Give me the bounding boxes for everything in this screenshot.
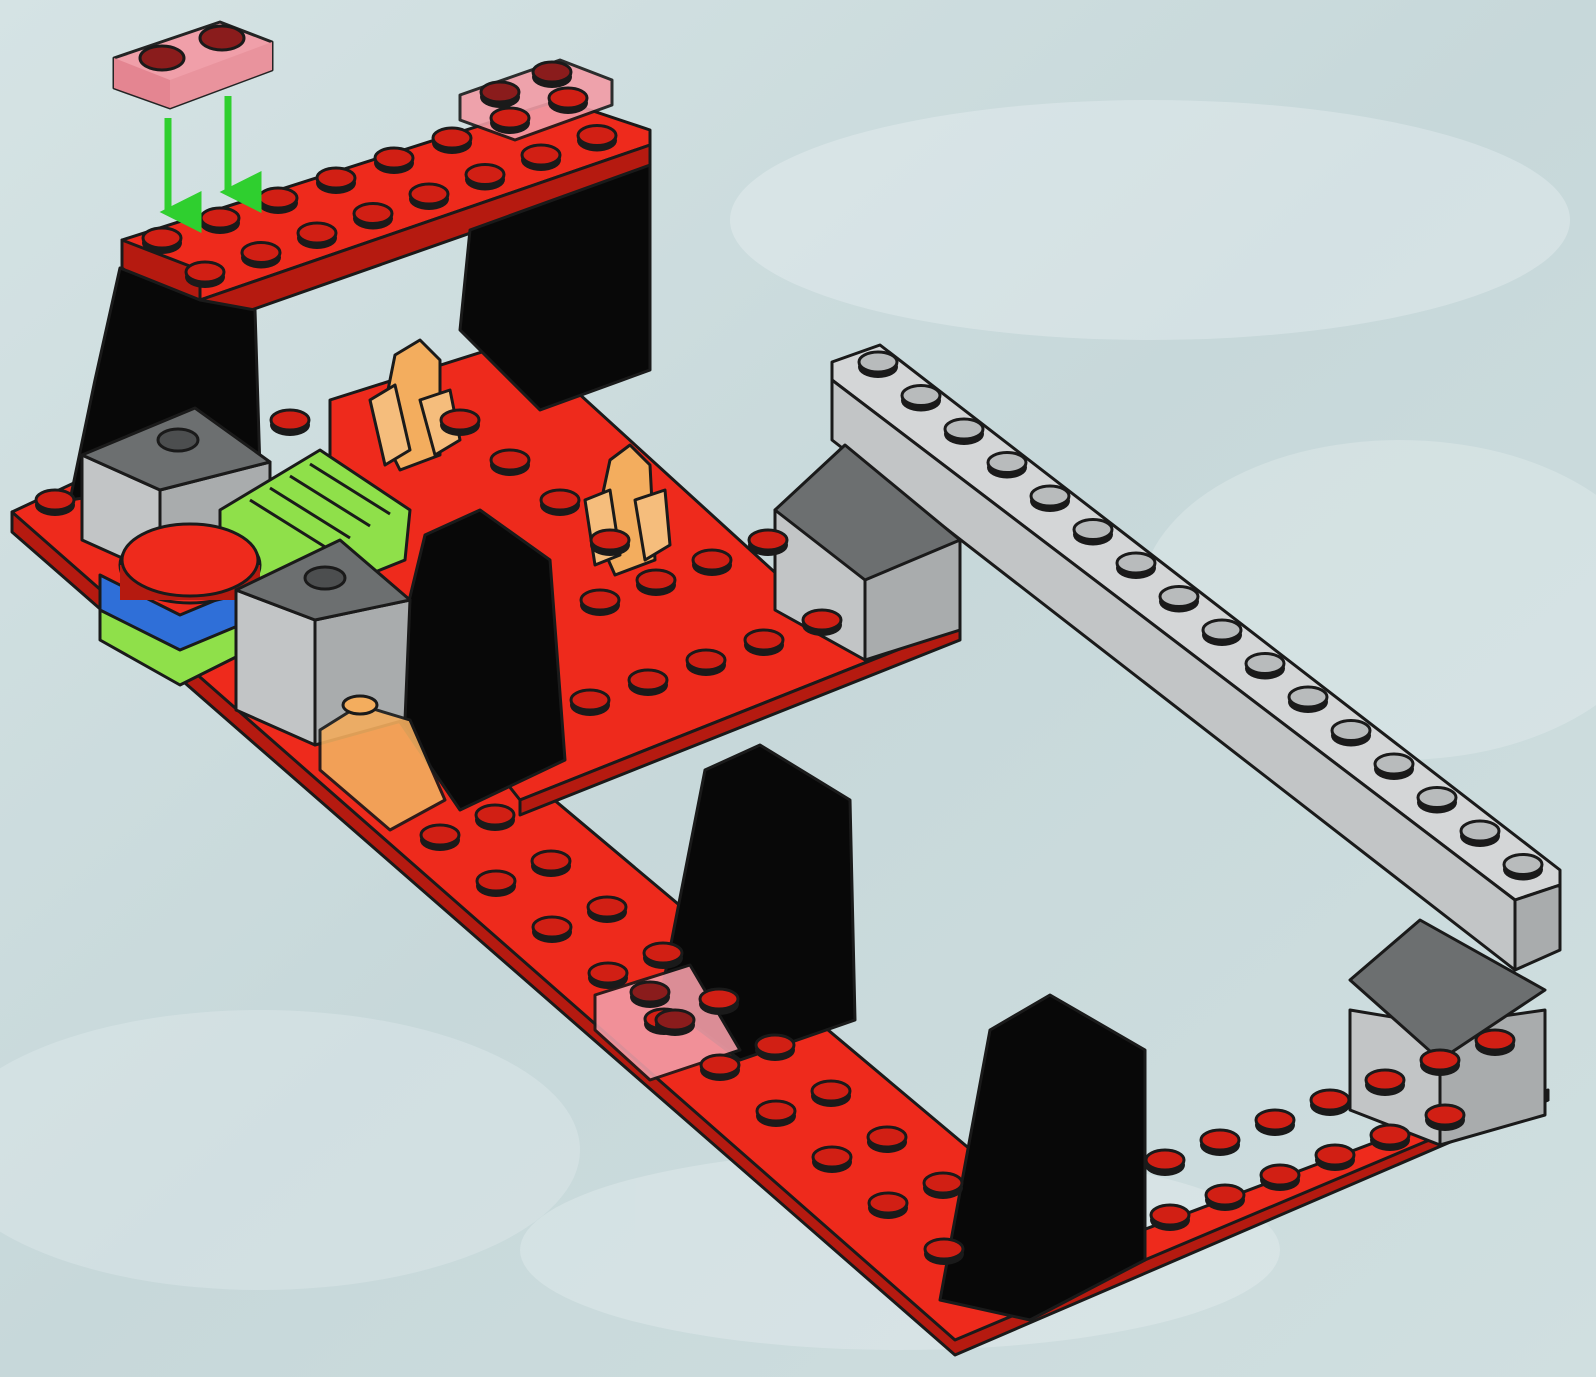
stud-icon bbox=[1331, 721, 1371, 747]
stud-icon bbox=[811, 1081, 851, 1107]
stud-icon bbox=[532, 62, 572, 88]
stud-icon bbox=[1374, 754, 1414, 780]
stud-icon bbox=[748, 530, 788, 556]
stud-icon bbox=[643, 943, 683, 969]
stud-icon bbox=[548, 88, 588, 114]
stud-icon bbox=[35, 490, 75, 516]
stud-icon bbox=[628, 670, 668, 696]
stud-icon bbox=[142, 228, 182, 254]
stud-icon bbox=[1475, 1030, 1515, 1056]
stud-icon bbox=[858, 352, 898, 378]
stud-icon bbox=[258, 188, 298, 214]
stud-icon bbox=[490, 108, 530, 134]
stud-icon bbox=[1425, 1105, 1465, 1131]
stud-icon bbox=[587, 897, 627, 923]
stud-icon bbox=[1260, 1165, 1300, 1191]
stud-icon bbox=[580, 590, 620, 616]
stud-icon bbox=[200, 208, 240, 234]
stud-icon bbox=[490, 450, 530, 476]
stud-icon bbox=[432, 128, 472, 154]
stud-icon bbox=[1073, 520, 1113, 546]
stud-icon bbox=[353, 204, 393, 230]
stud-icon bbox=[1315, 1145, 1355, 1171]
stud-icon bbox=[475, 805, 515, 831]
stud-icon bbox=[1460, 821, 1500, 847]
stud-icon bbox=[755, 1035, 795, 1061]
stud-icon bbox=[1365, 1070, 1405, 1096]
stud-icon bbox=[1288, 687, 1328, 713]
stud-icon bbox=[636, 570, 676, 596]
stud-icon bbox=[1420, 1050, 1460, 1076]
stud-icon bbox=[1145, 1150, 1185, 1176]
stud-icon bbox=[420, 825, 460, 851]
stud-icon bbox=[440, 410, 480, 436]
stud-icon bbox=[901, 386, 941, 412]
stud-icon bbox=[744, 630, 784, 656]
stud-icon bbox=[686, 650, 726, 676]
stud-icon bbox=[316, 168, 356, 194]
stud-icon bbox=[476, 871, 516, 897]
stud-icon bbox=[409, 184, 449, 210]
stud-icon bbox=[480, 82, 520, 108]
stud-icon bbox=[802, 610, 842, 636]
stud-icon bbox=[630, 982, 670, 1008]
stud-icon bbox=[374, 148, 414, 174]
stud-icon bbox=[1200, 1130, 1240, 1156]
stud-icon bbox=[588, 963, 628, 989]
stud-icon bbox=[699, 989, 739, 1015]
stud-icon bbox=[1116, 553, 1156, 579]
stud-icon bbox=[590, 530, 630, 556]
stud-icon bbox=[1245, 654, 1285, 680]
stud-icon bbox=[655, 1010, 695, 1036]
stud-icon bbox=[700, 1055, 740, 1081]
stud-icon bbox=[812, 1147, 852, 1173]
stud-icon bbox=[577, 126, 617, 152]
stud-icon bbox=[540, 490, 580, 516]
stud-icon bbox=[867, 1127, 907, 1153]
stud-icon bbox=[1310, 1090, 1350, 1116]
stud-icon bbox=[532, 917, 572, 943]
stud-icon bbox=[521, 145, 561, 171]
stud-icon bbox=[1417, 788, 1457, 814]
stud-icon bbox=[531, 851, 571, 877]
stud-icon bbox=[1205, 1185, 1245, 1211]
stud-icon bbox=[1159, 587, 1199, 613]
stud-icon bbox=[465, 165, 505, 191]
stud-icon bbox=[1370, 1125, 1410, 1151]
stud-icon bbox=[868, 1193, 908, 1219]
stud-icon bbox=[241, 243, 281, 269]
stud-icon bbox=[297, 223, 337, 249]
stud-icon bbox=[185, 262, 225, 288]
stud-icon bbox=[924, 1239, 964, 1265]
stud-icon bbox=[1150, 1205, 1190, 1231]
stud-icon bbox=[944, 419, 984, 445]
stud-icon bbox=[756, 1101, 796, 1127]
stud-icon bbox=[987, 453, 1027, 479]
stud-icon bbox=[923, 1173, 963, 1199]
stud-icon bbox=[570, 690, 610, 716]
stud-icon bbox=[1030, 486, 1070, 512]
stud-icon bbox=[692, 550, 732, 576]
stud-icon bbox=[270, 410, 310, 436]
stud-icon bbox=[1255, 1110, 1295, 1136]
stud-icon bbox=[1202, 620, 1242, 646]
stud-icon bbox=[1503, 855, 1543, 881]
